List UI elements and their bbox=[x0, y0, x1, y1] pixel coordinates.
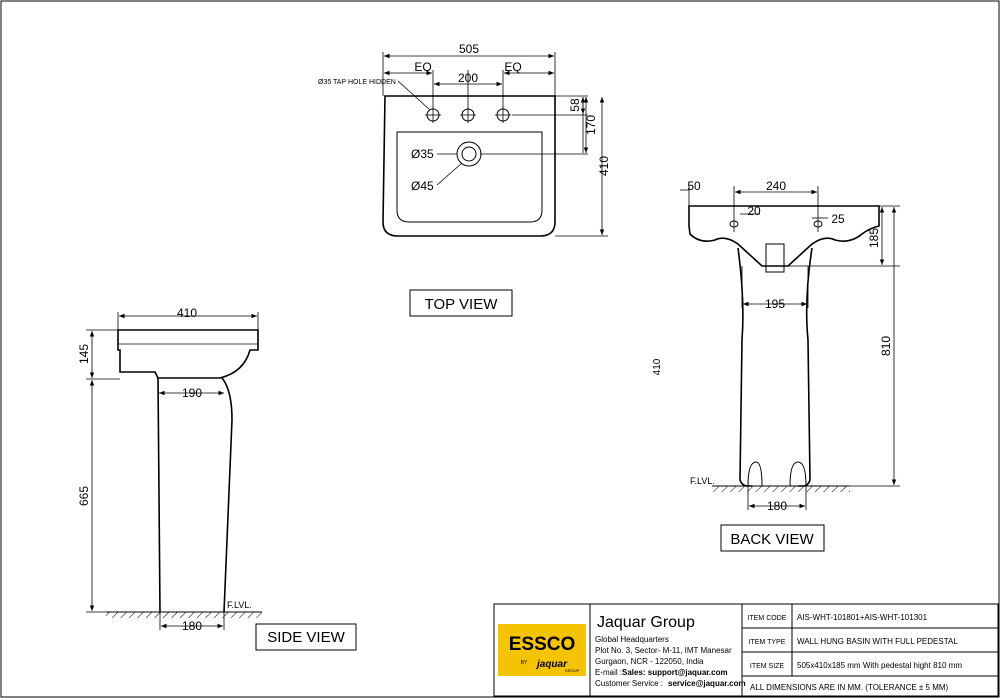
svg-text:GROUP: GROUP bbox=[565, 668, 580, 673]
address-line-1: Plot No. 3, Sector- M-11, IMT Manesar bbox=[595, 646, 732, 655]
back-dim-810: 810 bbox=[879, 336, 893, 356]
email-value: Sales: support@jaquar.com bbox=[622, 668, 728, 677]
dim-eq-right: EQ bbox=[504, 60, 521, 74]
stray-dimension-mark: 410 bbox=[652, 358, 663, 375]
item-size-value: 505x410x185 mm With pedestal hight 810 m… bbox=[797, 661, 962, 670]
dim-410: 410 bbox=[597, 156, 611, 176]
back-hole-right-icon bbox=[813, 216, 823, 232]
side-floor-hatch bbox=[106, 612, 262, 618]
top-view-label: TOP VIEW bbox=[425, 296, 499, 313]
back-floor-label: F.LVL. bbox=[690, 476, 715, 486]
dim-505: 505 bbox=[459, 42, 479, 56]
waste-outlet-icon bbox=[456, 141, 482, 167]
back-view-feet bbox=[747, 461, 807, 487]
back-dim-50: 50 bbox=[687, 179, 701, 193]
side-view-label: SIDE VIEW bbox=[267, 629, 345, 646]
back-dim-25: 25 bbox=[831, 212, 845, 226]
back-dim-195: 195 bbox=[765, 297, 785, 311]
dim-eq-left: EQ bbox=[414, 60, 431, 74]
item-type-label: ITEM TYPE bbox=[749, 639, 786, 646]
side-view-drawing: 410 145 190 665 180 F.LVL. bbox=[77, 306, 262, 633]
dim-170: 170 bbox=[584, 115, 598, 135]
dim-58: 58 bbox=[568, 98, 582, 112]
dim-200: 200 bbox=[458, 71, 478, 85]
side-dim-410: 410 bbox=[177, 306, 197, 320]
tap-hole-left-icon bbox=[425, 107, 441, 123]
tap-hole-center-icon bbox=[460, 107, 476, 123]
address-line-2: Gurgaon, NCR - 122050, India bbox=[595, 657, 704, 666]
back-hole-left-icon bbox=[729, 216, 739, 232]
essco-logo: ESSCO BY jaquar GROUP bbox=[498, 624, 586, 676]
dimension-note: ALL DIMENSIONS ARE IN MM. (TOLERANCE ± 5… bbox=[750, 683, 949, 692]
side-view-basin bbox=[117, 329, 259, 379]
title-block: ESSCO BY jaquar GROUP Jaquar Group Globa… bbox=[493, 603, 999, 697]
top-view-drawing: 505 EQ EQ 200 Ø35 TAP HOLE HIDDEN 58 170… bbox=[318, 42, 611, 237]
item-type-value: WALL HUNG BASIN WITH FULL PEDESTAL bbox=[797, 637, 958, 646]
item-code-label: ITEM CODE bbox=[748, 615, 787, 622]
item-code-value: AIS-WHT-101801+AIS-WHT-101301 bbox=[797, 613, 928, 622]
back-dim-180: 180 bbox=[767, 499, 787, 513]
svg-text:ESSCO: ESSCO bbox=[509, 634, 576, 655]
back-view-trap bbox=[765, 243, 785, 273]
side-floor-label: F.LVL. bbox=[227, 600, 252, 610]
back-dim-240: 240 bbox=[766, 179, 786, 193]
back-view-basin bbox=[688, 205, 880, 267]
side-dim-190: 190 bbox=[182, 386, 202, 400]
side-dim-180: 180 bbox=[182, 619, 202, 633]
email-label: E-mail : bbox=[595, 668, 622, 677]
top-view-bowl bbox=[396, 131, 543, 223]
side-view-label-box bbox=[255, 623, 357, 651]
top-view-label-box bbox=[409, 289, 513, 317]
back-floor-hatch bbox=[712, 486, 850, 492]
back-view-label-box bbox=[720, 524, 825, 552]
tap-hole-note: Ø35 TAP HOLE HIDDEN bbox=[318, 79, 396, 86]
tap-hole-right-icon bbox=[495, 107, 511, 123]
service-value: service@jaquar.com bbox=[668, 679, 746, 688]
back-view-pedestal bbox=[737, 247, 813, 487]
back-dim-185: 185 bbox=[867, 228, 881, 248]
service-label: Customer Service : bbox=[595, 679, 663, 688]
top-view-outline bbox=[382, 95, 556, 237]
back-view-label: BACK VIEW bbox=[730, 531, 814, 548]
side-dim-665: 665 bbox=[77, 486, 91, 506]
svg-text:BY: BY bbox=[521, 660, 528, 666]
hq-label: Global Headquarters bbox=[595, 635, 669, 644]
side-view-pedestal bbox=[157, 377, 233, 613]
item-size-label: ITEM SIZE bbox=[750, 663, 785, 670]
back-dim-20: 20 bbox=[747, 204, 761, 218]
company-name: Jaquar Group bbox=[597, 614, 695, 631]
back-view-drawing: 50 240 20 25 185 195 810 180 F.LVL. bbox=[680, 179, 900, 513]
side-dim-145: 145 bbox=[77, 344, 91, 364]
dim-dia-45: Ø45 bbox=[411, 179, 434, 193]
svg-text:jaquar: jaquar bbox=[535, 659, 568, 670]
dim-dia-35: Ø35 bbox=[411, 147, 434, 161]
